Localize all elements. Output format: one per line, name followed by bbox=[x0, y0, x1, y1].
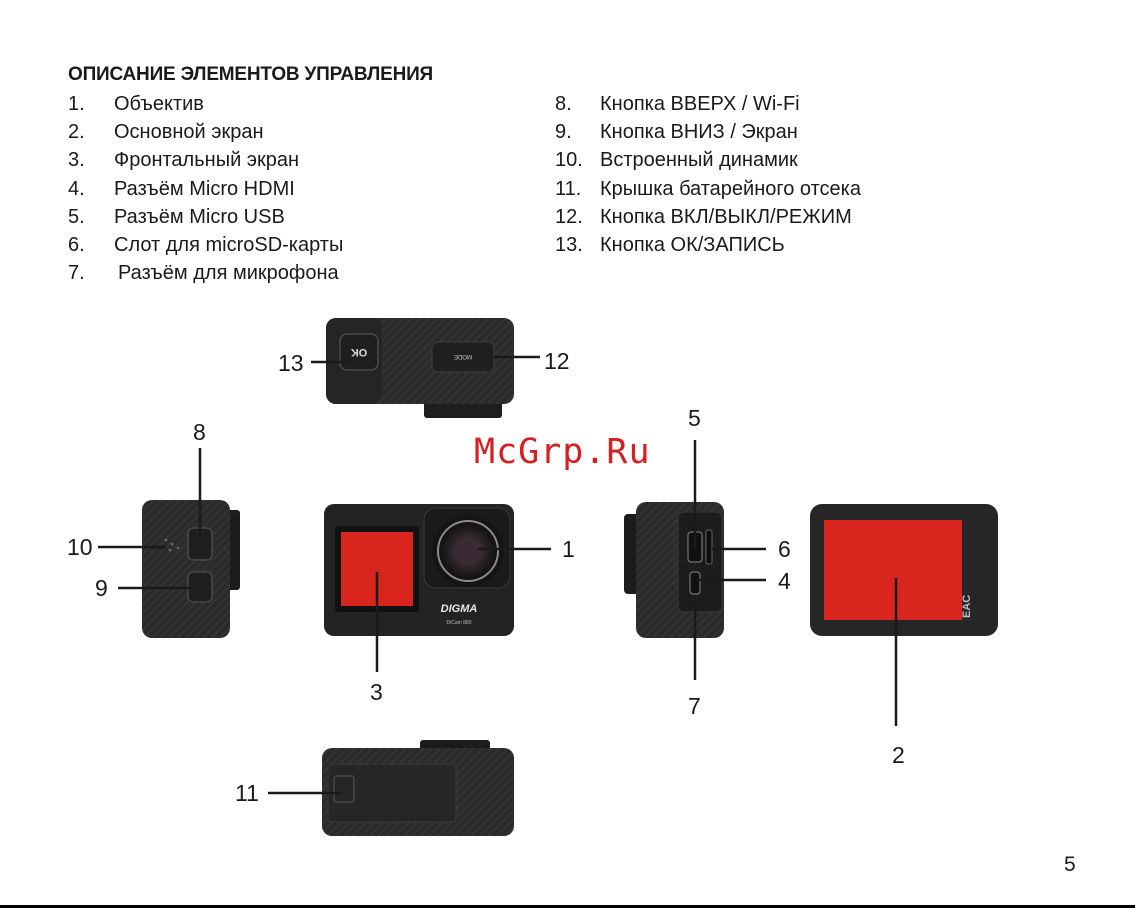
item-number: 3. bbox=[68, 149, 85, 172]
model-label: DiCam 880 bbox=[446, 620, 471, 626]
list-item: 2. Основной экран bbox=[68, 118, 343, 146]
item-label: Основной экран bbox=[114, 120, 264, 143]
list-item: 4. Разъём Micro HDMI bbox=[68, 175, 343, 203]
item-label: Фронтальный экран bbox=[114, 149, 300, 172]
item-label: Разъём Micro HDMI bbox=[114, 177, 295, 200]
item-number: 4. bbox=[68, 177, 85, 200]
item-number: 5. bbox=[68, 205, 85, 228]
callout-2: 2 bbox=[892, 742, 905, 768]
item-number: 8. bbox=[555, 92, 572, 115]
item-number: 2. bbox=[68, 120, 85, 143]
callout-11: 11 bbox=[235, 780, 259, 806]
list-item: 6. Слот для microSD-карты bbox=[68, 231, 343, 259]
item-number: 13. bbox=[555, 234, 583, 257]
main-screen bbox=[824, 520, 962, 620]
micro-hdmi-port bbox=[689, 571, 701, 595]
speaker-hole bbox=[170, 542, 174, 546]
ok-button-label: OK bbox=[351, 346, 368, 358]
mode-button-label: MODE bbox=[454, 353, 472, 359]
camera-side-left-view bbox=[142, 500, 240, 638]
item-label: Кнопка ВКЛ/ВЫКЛ/РЕЖИМ bbox=[600, 205, 852, 228]
item-label: Кнопка ВНИЗ / Экран bbox=[600, 120, 798, 143]
list-item: 8. Кнопка ВВЕРХ / Wi-Fi bbox=[555, 90, 861, 118]
item-label: Кнопка ОК/ЗАПИСЬ bbox=[600, 234, 785, 257]
cover-latch bbox=[333, 775, 355, 803]
item-number: 10. bbox=[555, 149, 583, 172]
item-label: Встроенный динамик bbox=[600, 149, 798, 172]
item-number: 9. bbox=[555, 120, 572, 143]
item-number: 6. bbox=[68, 234, 85, 257]
camera-body-side bbox=[142, 500, 230, 638]
list-item: 3. Фронтальный экран bbox=[68, 147, 343, 175]
item-label: Объектив bbox=[114, 92, 204, 115]
callout-6: 6 bbox=[778, 536, 791, 562]
item-number: 1. bbox=[68, 92, 85, 115]
callout-8: 8 bbox=[193, 419, 206, 445]
camera-back-view: EAC bbox=[810, 504, 998, 636]
item-label: Разъём для микрофона bbox=[118, 262, 339, 285]
lens-center bbox=[457, 540, 479, 562]
camera-bottom-view bbox=[322, 740, 514, 836]
ok-button[interactable] bbox=[339, 333, 379, 371]
item-label: Слот для microSD-карты bbox=[114, 234, 344, 257]
list-item: 12. Кнопка ВКЛ/ВЫКЛ/РЕЖИМ bbox=[555, 203, 861, 231]
list-item: 10. Встроенный динамик bbox=[555, 147, 861, 175]
brand-logo: DIGMA bbox=[441, 603, 478, 615]
speaker-hole bbox=[168, 548, 172, 552]
list-item: 13. Кнопка ОК/ЗАПИСЬ bbox=[555, 231, 861, 259]
controls-list-right: 8. Кнопка ВВЕРХ / Wi-Fi 9. Кнопка ВНИЗ / Э… bbox=[555, 90, 861, 260]
speaker-hole bbox=[164, 538, 168, 542]
microsd-slot bbox=[705, 529, 713, 565]
speaker-hole bbox=[176, 546, 180, 550]
controls-list-left: 1. Объектив 2. Основной экран 3. Фронтальны… bbox=[68, 90, 343, 288]
callout-7: 7 bbox=[688, 693, 701, 719]
callout-13: 13 bbox=[278, 350, 304, 376]
callout-4: 4 bbox=[778, 568, 791, 594]
list-item: 5. Разъём Micro USB bbox=[68, 203, 343, 231]
list-item: 1. Объектив bbox=[68, 90, 343, 118]
battery-cover[interactable] bbox=[327, 763, 457, 823]
list-item: 9. Кнопка ВНИЗ / Экран bbox=[555, 118, 861, 146]
item-label: Разъём Micro USB bbox=[114, 205, 285, 228]
callout-3: 3 bbox=[370, 679, 383, 705]
watermark: McGrp.Ru bbox=[474, 432, 651, 472]
item-number: 7. bbox=[68, 262, 85, 285]
list-item: 7. Разъём для микрофона bbox=[68, 260, 343, 288]
camera-side-right-view bbox=[624, 502, 724, 638]
item-number: 11. bbox=[555, 177, 582, 200]
camera-front-view: DIGMA DiCam 880 bbox=[324, 504, 514, 636]
list-item: 11. Крышка батарейного отсека bbox=[555, 175, 861, 203]
callout-9: 9 bbox=[95, 575, 108, 601]
page-number: 5 bbox=[1064, 853, 1076, 876]
item-label: Кнопка ВВЕРХ / Wi-Fi bbox=[600, 92, 800, 115]
camera-top-view: OK MODE bbox=[326, 318, 514, 418]
item-number: 12. bbox=[555, 205, 583, 228]
callout-5: 5 bbox=[688, 405, 701, 431]
item-label: Крышка батарейного отсека bbox=[600, 177, 861, 200]
eac-mark: EAC bbox=[961, 595, 973, 618]
callout-1: 1 bbox=[562, 536, 575, 562]
page-heading: ОПИСАНИЕ ЭЛЕМЕНТОВ УПРАВЛЕНИЯ bbox=[68, 64, 434, 85]
leader-lines bbox=[98, 355, 898, 795]
bottom-rule bbox=[0, 905, 1135, 908]
callout-12: 12 bbox=[544, 348, 570, 374]
callout-10: 10 bbox=[67, 534, 93, 560]
